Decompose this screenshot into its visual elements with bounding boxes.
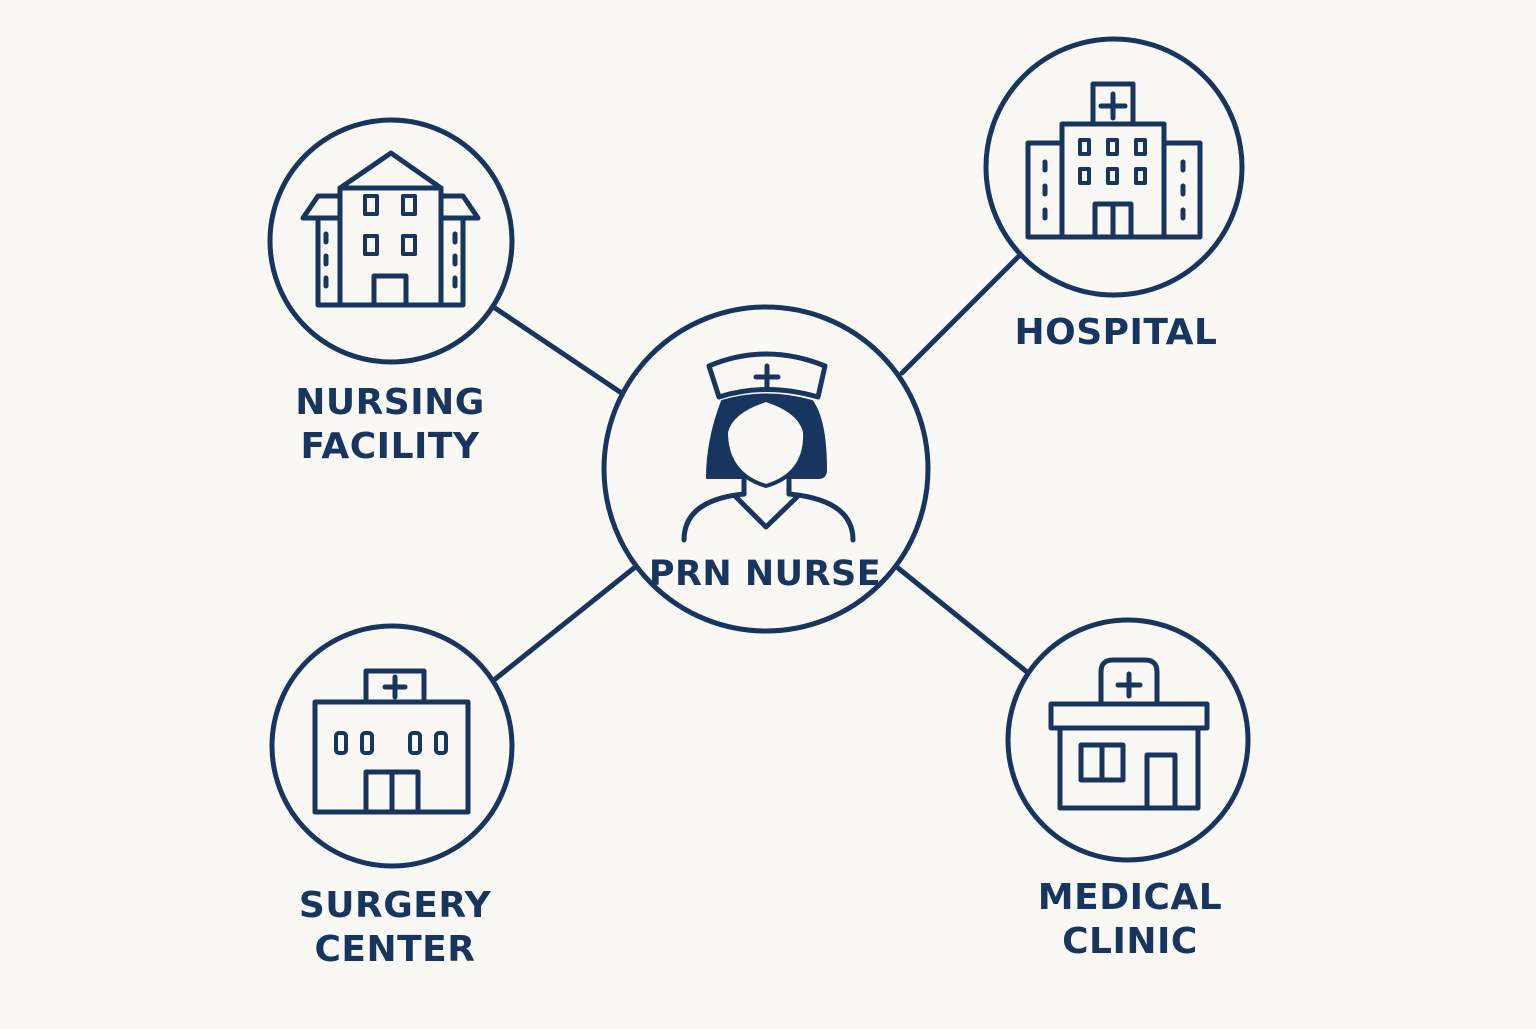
center-node [601,304,931,634]
connector-nursing-facility [492,305,623,395]
nurse-icon [681,351,856,543]
medical-clinic-label: MEDICAL CLINIC [980,876,1280,964]
medical-clinic-building-icon [1048,657,1210,811]
surgery-center-node [269,623,515,869]
surgery-center-circle [269,623,515,869]
hospital-circle [983,36,1245,298]
nursing-facility-label-line2: FACILITY [300,426,480,467]
hospital-label-line1: HOSPITAL [1014,312,1218,353]
surgery-center-label: SURGERY CENTER [240,884,550,972]
center-node-circle [601,304,931,634]
nursing-facility-label-line1: NURSING [295,382,485,423]
center-label-text: PRN NURSE [648,554,882,594]
surgery-center-building-icon [312,668,471,815]
nursing-facility-label: NURSING FACILITY [240,381,540,469]
connector-medical-clinic [895,565,1030,675]
nursing-facility-building-icon [300,150,481,308]
connector-surgery-center [491,565,637,683]
medical-clinic-circle [1005,617,1251,863]
connector-hospital [899,252,1023,376]
hospital-building-icon [1025,81,1203,240]
medical-clinic-label-line1: MEDICAL [1037,877,1223,918]
nursing-facility-node [267,117,515,365]
center-label: PRN NURSE [620,552,910,596]
hospital-label: HOSPITAL [966,311,1266,355]
medical-clinic-node [1005,617,1251,863]
surgery-center-label-line1: SURGERY [298,885,492,926]
hospital-node [983,36,1245,298]
surgery-center-label-line2: CENTER [314,929,476,970]
nursing-facility-circle [267,117,515,365]
medical-clinic-label-line2: CLINIC [1062,921,1198,962]
